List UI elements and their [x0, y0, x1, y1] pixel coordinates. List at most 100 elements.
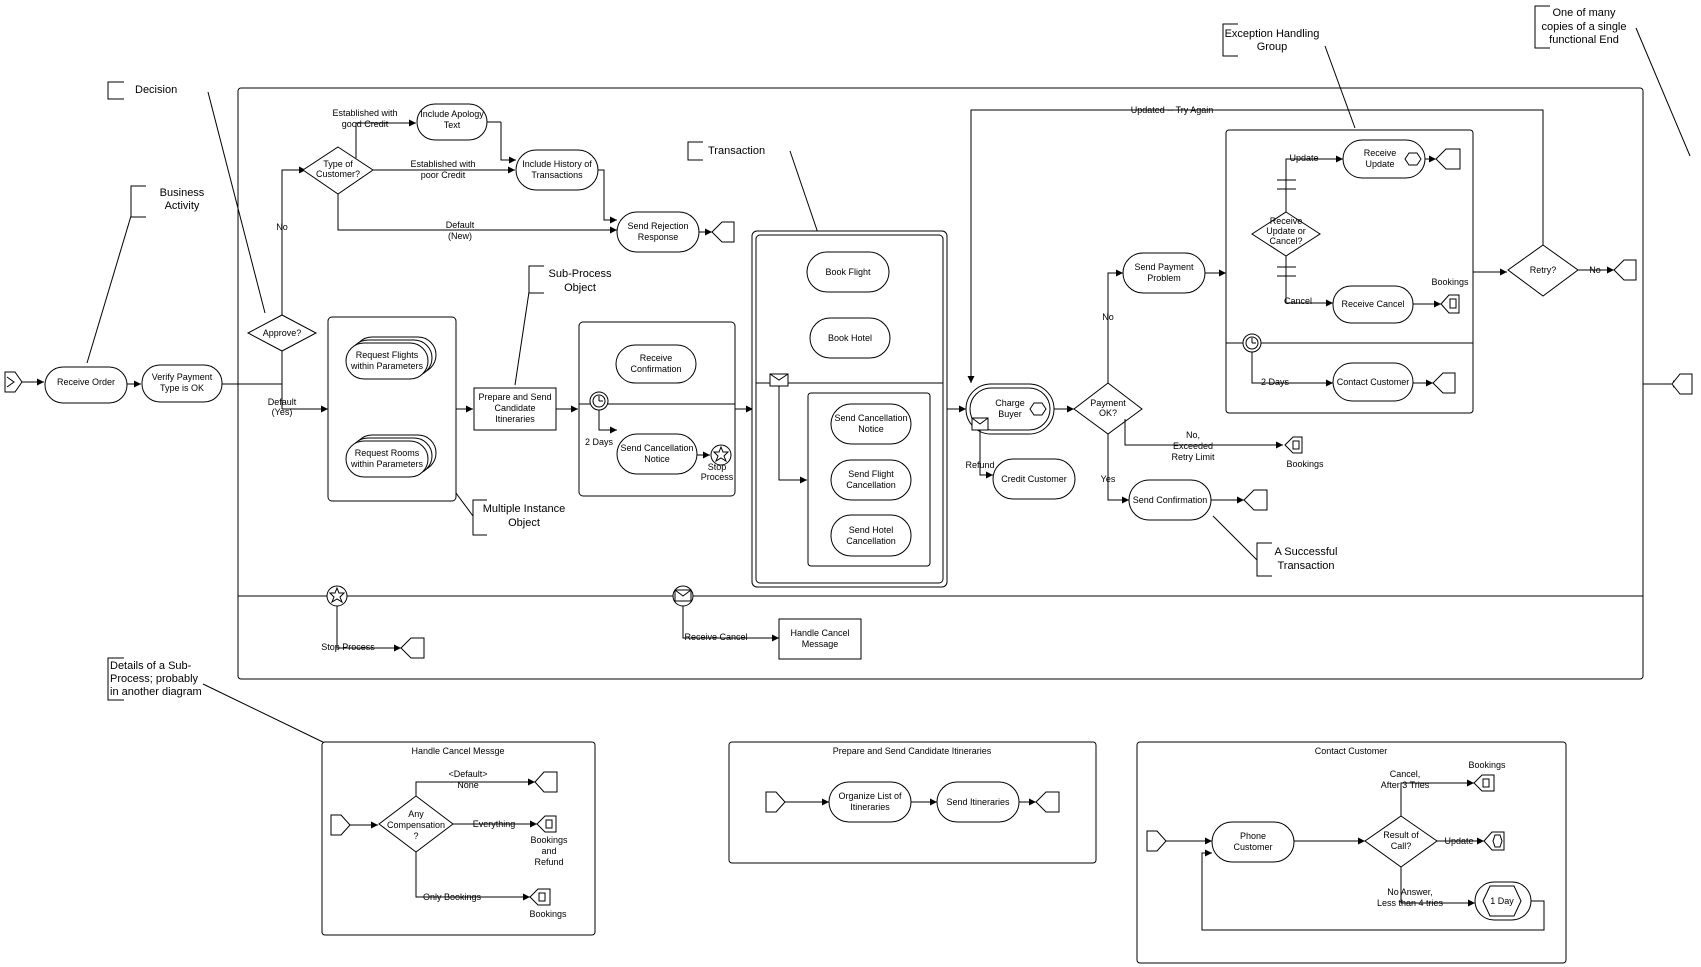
two-days-label: 2 Days — [585, 437, 614, 447]
task-charge-buyer: Charge Buyer — [965, 383, 1055, 435]
retry-label: Retry? — [1530, 265, 1557, 275]
phone-customer-label-1: Phone — [1240, 831, 1266, 841]
receive-confirmation-label-2: Confirmation — [630, 364, 681, 374]
result-call-label-2: Call? — [1391, 841, 1412, 851]
annotation-decision: Decision — [107, 81, 266, 314]
request-flights-label-1: Request Flights — [356, 350, 419, 360]
transaction-group: Book Flight Book Hotel Send Cancellation… — [751, 230, 948, 588]
end-event-rejection — [711, 221, 735, 243]
prepare-send-label-3: Itineraries — [495, 414, 535, 424]
any-comp-label-2: Compensation — [387, 820, 445, 830]
detail1-title: Handle Cancel Messge — [411, 746, 504, 756]
cancel-after-label-1: Cancel, — [1390, 769, 1421, 779]
gateway-payment-ok: Payment OK? — [1073, 382, 1143, 435]
handle-cancel-label-1: Handle Cancel — [790, 628, 849, 638]
bookings2-label: Bookings — [1431, 277, 1469, 287]
send-rejection-label-1: Send Rejection — [627, 221, 688, 231]
update-cancel-label-1: Receive — [1270, 216, 1303, 226]
no-exceeded-label-3: Retry Limit — [1171, 452, 1215, 462]
default-none-label-2: None — [457, 780, 479, 790]
stop-label-2: Process — [701, 472, 734, 482]
one-of-many-label-1: One of many — [1553, 7, 1616, 19]
receive-cancel-bottom-label: Receive Cancel — [684, 632, 747, 642]
annotation-transaction: Transaction — [687, 141, 820, 237]
successful-label-2: Transaction — [1277, 560, 1334, 572]
bookings-refund-label-1: Bookings — [530, 835, 568, 845]
business-activity-label-1: Business — [160, 187, 205, 199]
send-hotel-cancel-label-2: Cancellation — [846, 536, 896, 546]
annotation-sub-process: Sub-Process Object — [514, 265, 612, 386]
task-credit-customer: Credit Customer — [992, 458, 1076, 500]
sub-process-label-1: Sub-Process — [549, 268, 612, 280]
task-include-apology: Include Apology Text — [416, 103, 488, 141]
type-customer-label-1: Type of — [323, 159, 353, 169]
end-event-bookings — [1284, 436, 1303, 454]
yes-label-payment: Yes — [1101, 474, 1116, 484]
include-apology-label-2: Text — [444, 120, 461, 130]
send-hotel-cancel-label-1: Send Hotel — [849, 525, 894, 535]
end-event-d1-none — [534, 771, 558, 793]
receive-update-label-2: Update — [1365, 159, 1394, 169]
d3-bookings-label: Bookings — [1468, 760, 1506, 770]
default-new-label-2: (New) — [448, 231, 472, 241]
poor-credit-label-2: poor Credit — [421, 170, 466, 180]
only-bookings-label: Only Bookings — [423, 892, 482, 902]
d3-update-label: Update — [1444, 836, 1473, 846]
detail2-title: Prepare and Send Candidate Itineraries — [833, 746, 992, 756]
receive-confirmation-label-1: Receive — [640, 353, 673, 363]
detail-prepare-send-itineraries: Prepare and Send Candidate Itineraries O… — [728, 741, 1097, 864]
book-flight-label: Book Flight — [825, 267, 871, 277]
update-cancel-label-3: Cancel? — [1269, 236, 1302, 246]
end-event-retry — [1613, 259, 1637, 281]
exception-group-label-1: Exception Handling — [1225, 28, 1320, 40]
subprocess-prepare-send: Prepare and Send Candidate Itineraries — [473, 387, 557, 431]
no-exceeded-label-1: No, — [1186, 430, 1200, 440]
subprocess-multi-instance: Request Flights within Parameters Reques… — [327, 316, 457, 502]
d1-bookings-label: Bookings — [529, 909, 567, 919]
everything-label: Everything — [473, 819, 516, 829]
business-activity-label-2: Activity — [165, 200, 200, 212]
good-credit-label-2: good Credit — [342, 119, 389, 129]
receive-order-label: Receive Order — [57, 377, 115, 387]
bookings-refund-label-2: and — [541, 846, 556, 856]
cancel-after-label-2: After 3 Tries — [1381, 780, 1430, 790]
task-include-history: Include History of Transactions — [515, 149, 599, 191]
intermediate-stop-process — [326, 585, 348, 607]
decision-label: Decision — [135, 84, 177, 96]
no-answer-label-2: Less than 4 tries — [1377, 898, 1444, 908]
no-exceeded-label-2: Exceeded — [1173, 441, 1213, 451]
annotation-successful-transaction: A Successful Transaction — [1212, 515, 1337, 577]
task-send-confirmation: Send Confirmation — [1128, 479, 1212, 521]
include-history-label-2: Transactions — [531, 170, 583, 180]
type-customer-label-2: Customer? — [316, 169, 360, 179]
task-send-rejection: Send Rejection Response — [616, 211, 700, 253]
annotation-exception-group: Exception Handling Group — [1222, 23, 1356, 129]
details-label-2: Process; probably — [110, 673, 199, 685]
no-answer-label-1: No Answer, — [1387, 887, 1433, 897]
approve-label: Approve? — [263, 328, 302, 338]
charge-buyer-label-2: Buyer — [998, 409, 1022, 419]
bookings-label: Bookings — [1286, 459, 1324, 469]
transaction-label: Transaction — [708, 145, 765, 157]
send-cancel-notice2-label-1: Send Cancellation — [834, 413, 907, 423]
end-event-contact — [1432, 372, 1456, 394]
send-flight-cancel-label-1: Send Flight — [848, 469, 894, 479]
prepare-send-label-2: Candidate — [494, 403, 535, 413]
send-confirmation-label: Send Confirmation — [1133, 495, 1208, 505]
no-label-retry: No — [1589, 265, 1601, 275]
annotation-one-of-many: One of many copies of a single functiona… — [1534, 5, 1691, 157]
default-yes-label-2: (Yes) — [272, 407, 293, 417]
include-history-label-1: Include History of — [522, 159, 592, 169]
end-event-confirmation — [1243, 489, 1268, 511]
any-comp-label-3: ? — [413, 831, 418, 841]
exception-group-label-2: Group — [1257, 41, 1288, 53]
contact-customer-label: Contact Customer — [1337, 377, 1410, 387]
annotation-business-activity: Business Activity — [86, 185, 205, 364]
task-send-payment-problem: Send Payment Problem — [1122, 252, 1206, 294]
good-credit-label-1: Established with — [332, 108, 397, 118]
multiple-instance-label-1: Multiple Instance — [483, 503, 566, 515]
two-days2-label: 2 Days — [1261, 377, 1290, 387]
payment-ok-label-2: OK? — [1099, 408, 1117, 418]
include-apology-label-1: Include Apology — [420, 109, 484, 119]
one-of-many-label-3: functional End — [1549, 34, 1619, 46]
